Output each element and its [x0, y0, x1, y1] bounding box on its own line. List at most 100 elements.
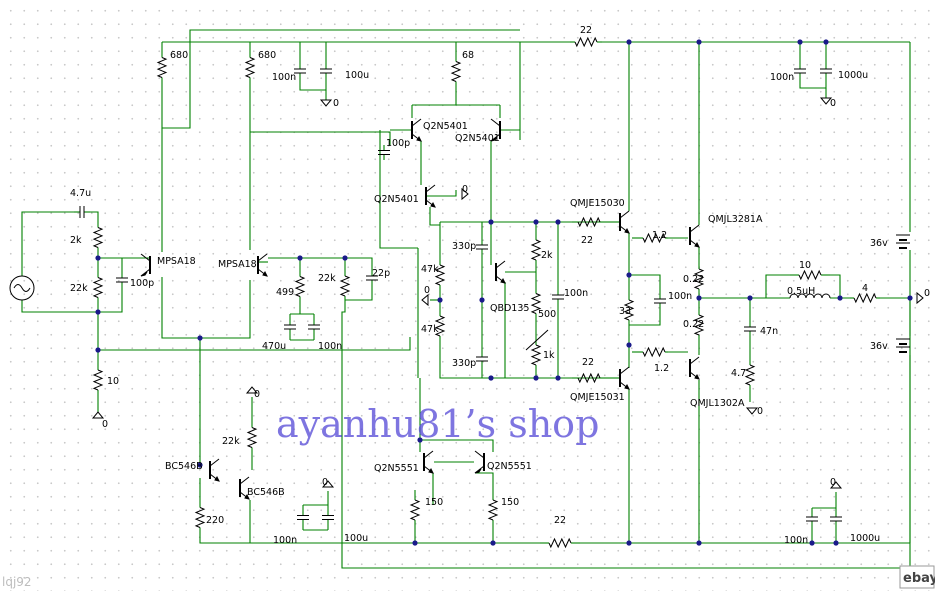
label-gnd-f: 0: [757, 406, 763, 417]
transistor-qmje15031: [619, 366, 630, 375]
ground-symbol: [421, 293, 429, 307]
label-r220: 220: [206, 515, 224, 526]
label-v36-a: 36v: [870, 238, 888, 249]
ground-symbol: [916, 291, 924, 305]
label-r150-b: 150: [501, 497, 519, 508]
label-gnd-out: 0: [924, 288, 930, 299]
resistor-47k-a: [434, 264, 446, 286]
label-r10-out: 10: [799, 260, 811, 271]
label-c100n-bias: 100n: [564, 288, 588, 299]
label-l05uh: 0.5uH: [787, 286, 815, 297]
transistor-qbd135: [495, 260, 506, 269]
junction-dot: [95, 255, 101, 261]
wire: [200, 280, 251, 339]
potentiometer-500: [530, 293, 542, 314]
component-labels: 680 680 100n 100u 0 68 Q2N5401 Q2N5401 1…: [70, 25, 930, 546]
transistor-q2n5401-a: [411, 118, 422, 127]
label-r47k-a: 47k: [421, 264, 439, 275]
label-c470u: 470u: [262, 341, 286, 352]
label-c100p-vas: 100p: [386, 138, 410, 149]
label-c100n-rt: 100n: [770, 72, 794, 83]
label-q5551-a: Q2N5551: [374, 463, 419, 474]
shop-watermark: ayanhu81’s shop: [276, 402, 599, 446]
label-gnd-i: 0: [830, 477, 836, 488]
resistor-150-a: [409, 499, 421, 521]
resistor-0.22-a: [693, 268, 705, 290]
resistor-22-bot: [548, 537, 572, 549]
label-r022-a: 0.22: [683, 274, 704, 285]
junction-dot: [95, 309, 101, 315]
wire: [299, 80, 327, 91]
wire: [475, 472, 494, 490]
wire: [750, 274, 790, 299]
label-r2k-in: 2k: [70, 235, 82, 246]
junction-dot: [696, 295, 702, 301]
signal-source: [13, 284, 31, 292]
resistor-22-drv-a: [577, 216, 601, 228]
wires: [21, 29, 911, 569]
label-qmje15031: QMJE15031: [570, 392, 625, 403]
label-r22k-cs: 22k: [222, 436, 240, 447]
junction-dot: [626, 342, 632, 348]
transistor-q2n5551-a: [423, 450, 434, 459]
junction-dot: [747, 295, 753, 301]
resistor-33: [623, 299, 635, 321]
signal-source: [9, 275, 35, 301]
label-gnd-c: 0: [830, 98, 836, 109]
label-r22-bot: 22: [554, 515, 566, 526]
wire: [98, 337, 411, 351]
label-gnd-d: 0: [102, 419, 108, 430]
junction-dot: [696, 39, 702, 45]
label-r22k-fb: 22k: [318, 273, 336, 284]
wire: [250, 131, 391, 145]
wire: [426, 190, 457, 197]
label-r500: 500: [538, 309, 556, 320]
svg-text:ebay: ebay: [903, 571, 935, 586]
wire: [799, 80, 827, 89]
wire: [21, 290, 123, 313]
label-r499: 499: [276, 287, 294, 298]
label-r47k-b: 47k: [421, 324, 439, 335]
transistor-q2n5401-c: [425, 184, 436, 193]
resistor-10-out: [798, 269, 822, 281]
junction-dot: [437, 297, 443, 303]
junction-dot: [533, 375, 539, 381]
label-c47u: 4.7u: [70, 188, 91, 199]
resistor-22k-input: [92, 277, 104, 298]
transistor-q2n5551-a: [428, 468, 434, 474]
wire: [345, 288, 373, 301]
junction-dot: [626, 272, 632, 278]
label-c100n-bl: 100n: [273, 535, 297, 546]
label-c1000u-rt: 1000u: [838, 70, 868, 81]
transistor-qmje15030: [619, 210, 630, 219]
label-v36-b: 36v: [870, 341, 888, 352]
resistor-499: [294, 276, 306, 297]
ground-symbol: [819, 97, 833, 105]
inductor: [789, 293, 831, 299]
transistor-q2n5401-b: [490, 136, 498, 142]
label-r680b: 680: [258, 50, 276, 61]
resistor-220: [194, 507, 206, 528]
resistor-4.7: [744, 364, 756, 386]
transistor-q2n5401-a: [416, 136, 422, 142]
resistor-4-out: [853, 292, 877, 304]
wire: [98, 257, 123, 270]
junction-dot: [488, 375, 494, 381]
transistor-qmjl1302a: [694, 374, 700, 380]
junction-dot: [555, 219, 561, 225]
transistor-bc546b-b: [239, 476, 250, 485]
junction-dot: [417, 437, 423, 443]
junction-dot: [797, 39, 803, 45]
components: [9, 36, 924, 549]
transistor-mpsa18-b: [257, 253, 268, 262]
label-c100n-top: 100n: [272, 72, 296, 83]
junction-dot: [823, 39, 829, 45]
junction-dot: [626, 39, 632, 45]
transistor-mpsa18-a: [140, 253, 151, 262]
resistor-0.22-b: [693, 314, 705, 336]
label-q5401-b: Q2N5401: [455, 133, 500, 144]
ground-symbol: [829, 481, 843, 489]
transistor-bc546b-b: [244, 494, 250, 500]
label-qmjl3281: QMJL3281A: [708, 214, 763, 225]
